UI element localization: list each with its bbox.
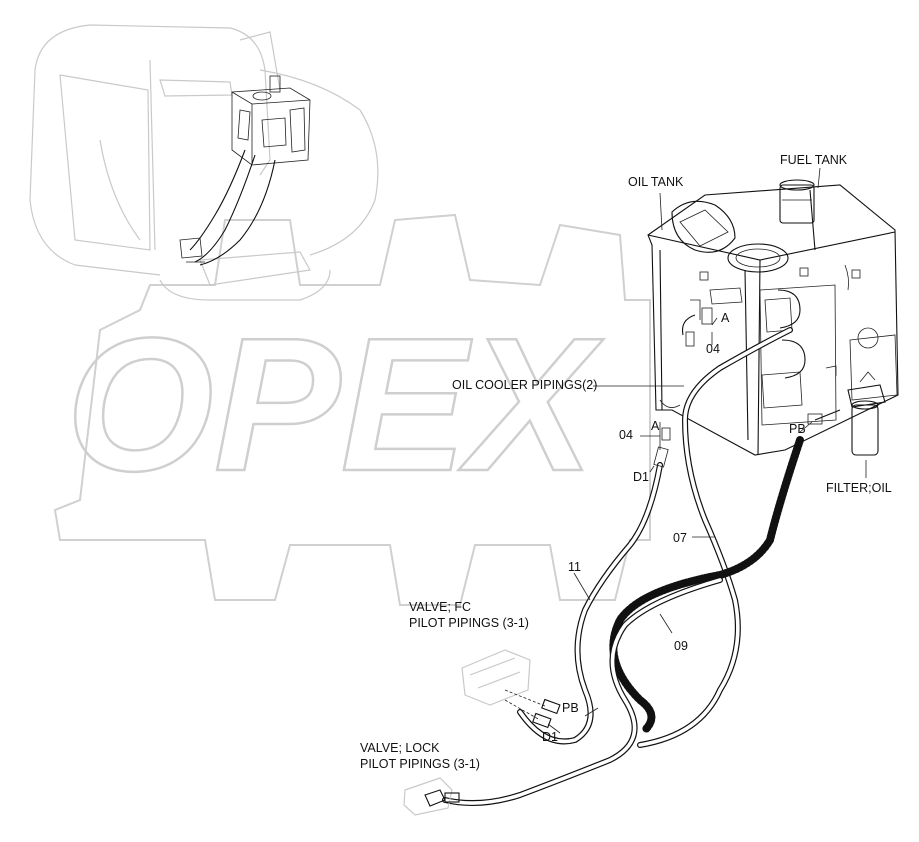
oil-filter	[847, 371, 886, 456]
tank-fittings	[653, 307, 713, 468]
label-09: 09	[674, 639, 688, 653]
label-valve-lock-line1: VALVE; LOCK	[360, 741, 440, 755]
oil-tank-lid	[671, 200, 736, 253]
fuel-tank-cap	[779, 184, 815, 224]
label-pb-lower: PB	[562, 701, 579, 715]
label-valve-lock-line2: PILOT PIPINGS (3-1)	[360, 757, 480, 771]
excavator-cab-outline	[29, 24, 379, 301]
mini-tank-assembly	[179, 75, 311, 266]
label-valve-fc-line1: VALVE; FC	[409, 600, 471, 614]
oil-cooler-piping	[637, 327, 793, 748]
label-04-left: 04	[619, 428, 633, 442]
label-07: 07	[673, 531, 687, 545]
label-oil-cooler-pipings: OIL COOLER PIPINGS(2)	[452, 378, 597, 392]
watermark-text: OPEX	[66, 299, 604, 511]
label-d1-upper: D1	[633, 470, 649, 484]
opex-watermark: OPEX	[53, 213, 651, 606]
tank-assembly	[647, 179, 899, 456]
label-filter-oil: FILTER;OIL	[826, 481, 892, 495]
label-valve-fc-line2: PILOT PIPINGS (3-1)	[409, 616, 529, 630]
valve-fc-sketch	[461, 649, 561, 729]
label-d1-lower: D1	[542, 730, 558, 744]
filler-ring	[727, 243, 789, 273]
pilot-hose-11	[517, 462, 663, 745]
label-04-upper: 04	[706, 342, 720, 356]
label-pb-upper: PB	[789, 422, 806, 436]
label-oil-tank: OIL TANK	[628, 175, 684, 189]
label-a-upper: A	[721, 311, 730, 325]
callout-labels: FUEL TANK OIL TANK OIL COOLER PIPINGS(2)…	[360, 153, 892, 771]
leader-lines	[547, 167, 867, 734]
oil-tank	[647, 184, 899, 456]
label-fuel-tank: FUEL TANK	[780, 153, 848, 167]
watermark-gear	[53, 213, 651, 606]
pilot-hose-09	[442, 577, 723, 806]
label-a-left: A	[651, 419, 660, 433]
braided-pilot-hose	[609, 409, 841, 734]
label-11: 11	[568, 560, 581, 574]
valve-lock-sketch	[403, 777, 460, 816]
